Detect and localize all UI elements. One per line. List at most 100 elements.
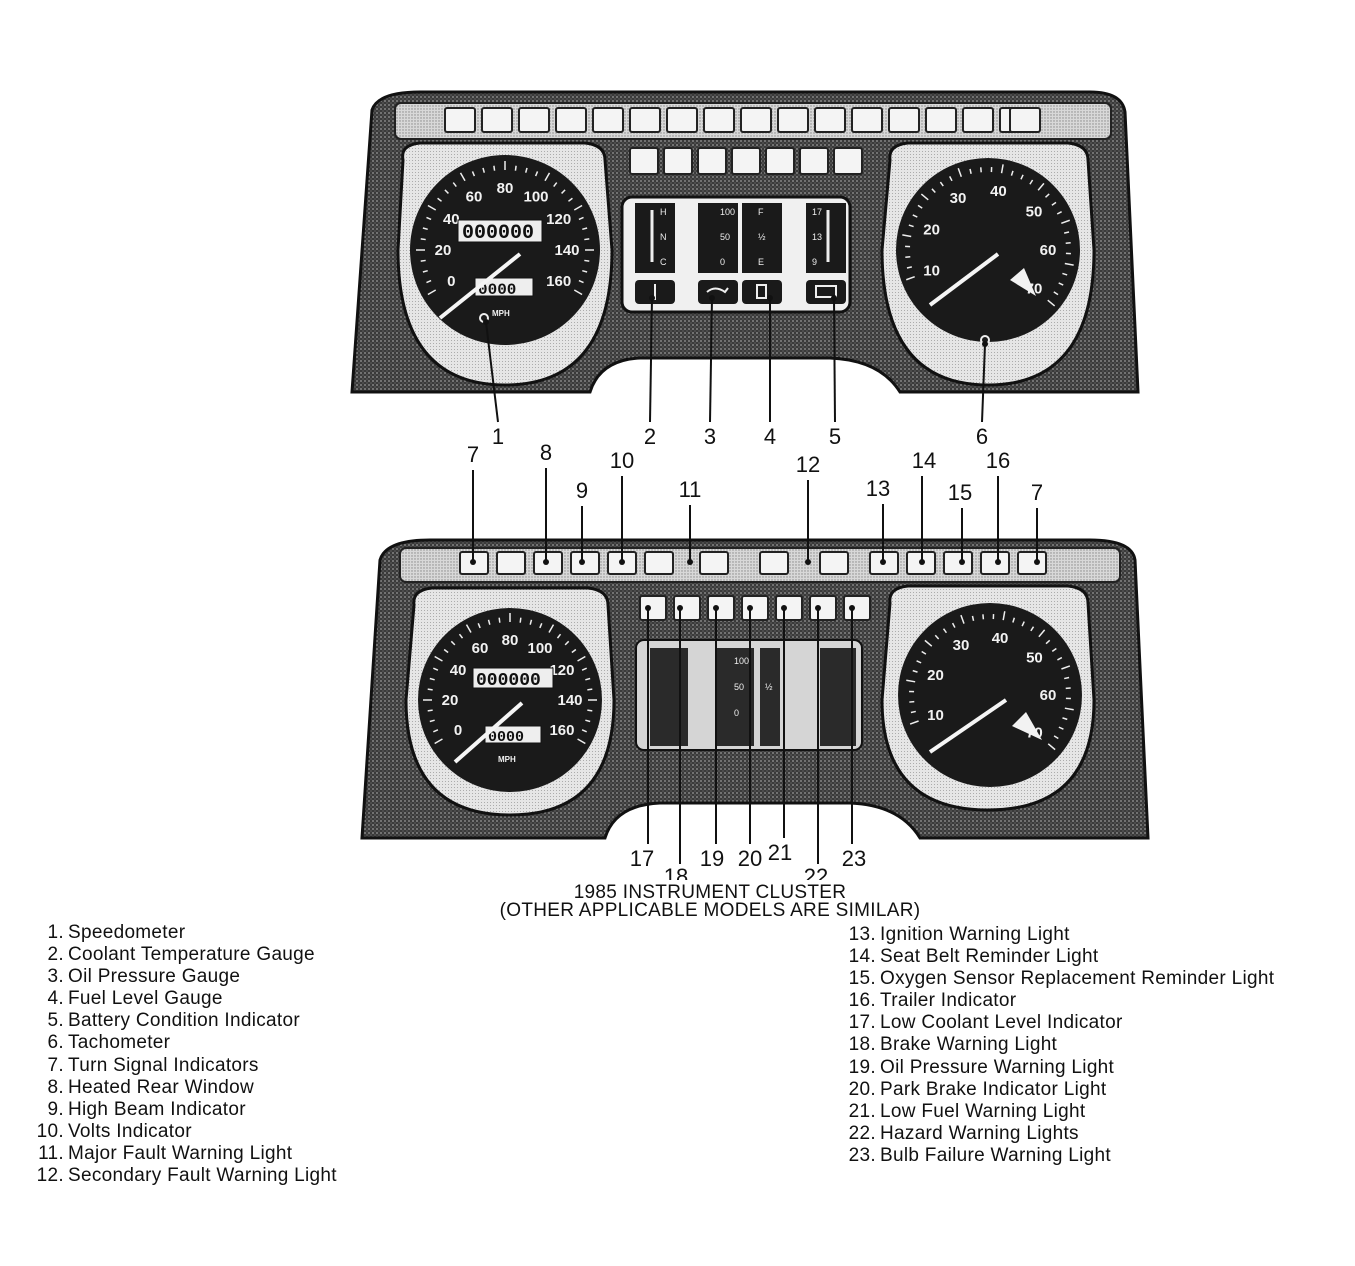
odometer-digits: 000000: [462, 222, 534, 245]
speedometer-tick: [426, 279, 432, 284]
legend-label: Major Fault Warning Light: [68, 1142, 293, 1164]
speedometer-tick: [444, 189, 449, 194]
oil-pressure-gauge: [698, 203, 738, 273]
battery-volts-gauge: [806, 203, 846, 273]
speedometer-scale-label: 40: [443, 211, 460, 228]
callout-number: 13: [866, 476, 890, 501]
odometer-window: [457, 219, 543, 243]
upper-center-lamp: [697, 147, 727, 175]
lower-odometer-window: [472, 667, 554, 689]
lower-speedometer-scale-label: 0: [454, 722, 462, 739]
speedometer-scale-label: 140: [554, 242, 579, 259]
callout-number: 4: [764, 424, 776, 449]
tachometer-scale-label: 50: [1026, 203, 1043, 220]
legend-number: 21.: [848, 1100, 876, 1122]
upper-indicator-lamp: [555, 107, 587, 133]
lower-speedometer-scale-label: 40: [450, 662, 467, 679]
legend-number: 9.: [47, 1098, 64, 1120]
speedometer-scale-label: 160: [546, 273, 571, 290]
legend-label: Ignition Warning Light: [880, 924, 1070, 945]
leader-dot: [959, 559, 965, 565]
tachometer-tick: [1010, 170, 1014, 176]
lower-indicator-lamp: [570, 551, 600, 575]
upper-indicator-lamp: [962, 107, 994, 133]
lower-speedometer-tick: [581, 729, 587, 733]
legend-number: 18.: [848, 1034, 876, 1056]
lower-tachometer-scale-label: 10: [927, 707, 944, 724]
callout-number: 5: [829, 424, 841, 449]
lower-tachometer-tick: [1047, 743, 1056, 751]
leader-line: [709, 297, 713, 423]
legend-left-item: 10.Volts Indicator: [30, 1121, 337, 1143]
leader-dot: [849, 605, 855, 611]
lower-tachometer-tick: [1051, 647, 1057, 653]
lower-speedometer-tick: [571, 648, 577, 654]
speedometer-tick: [482, 167, 486, 173]
legend-right-item: 15.Oxygen Sensor Replacement Reminder Li…: [842, 968, 1274, 990]
lower-indicator-lamp: [819, 551, 849, 575]
center-gauge-module: H N C 100 50 0 F ½ E 17 13 9: [620, 195, 852, 314]
upper-indicator-lamp: [481, 107, 513, 133]
fuel-level-gauge: [742, 203, 782, 273]
leader-dot: [677, 605, 683, 611]
callout-number: 16: [986, 448, 1010, 473]
legend-label: Volts Indicator: [68, 1120, 192, 1142]
leader-dot: [709, 295, 715, 301]
legend-number: 22.: [848, 1122, 876, 1144]
speedometer-tick: [493, 165, 496, 171]
tachometer-scale-label: 20: [923, 221, 940, 238]
leader-dot: [747, 605, 753, 611]
lower-speedometer-tick: [434, 738, 443, 745]
lower-tachometer-scale-label: 60: [1040, 687, 1057, 704]
lower-tachometer-needle: [928, 698, 1008, 754]
leader-dot: [483, 319, 489, 325]
legend-left-item: 4.Fuel Level Gauge: [30, 988, 337, 1010]
lower-speedometer-needle: [453, 701, 524, 764]
fuel-half-mark: ½: [758, 232, 766, 242]
legend-number: 14.: [848, 946, 876, 968]
lower-tachometer-tick: [1062, 717, 1068, 721]
lower-tachometer-scale-label: 30: [953, 637, 970, 654]
temp-normal-mark: N: [660, 232, 667, 242]
legend-number: 6.: [47, 1032, 64, 1054]
lower-oil-100-mark: 100: [734, 656, 749, 666]
callout-number: 11: [679, 477, 702, 502]
legend-label: Hazard Warning Lights: [880, 1122, 1079, 1144]
legend-label: Oil Pressure Warning Light: [880, 1056, 1115, 1078]
legend-number: 23.: [848, 1144, 876, 1166]
leader-dot: [687, 559, 693, 565]
legend-number: 11.: [38, 1142, 64, 1164]
speedometer-needle: [438, 252, 522, 320]
speedometer-tick: [452, 182, 457, 187]
upper-indicator-lamp: [925, 107, 957, 133]
tachometer-tick: [1061, 219, 1071, 225]
speedometer-tick: [427, 289, 437, 296]
upper-indicator-lamp: [888, 107, 920, 133]
legend-right-item: 21.Low Fuel Warning Light: [842, 1101, 1274, 1123]
lower-indicator-lamp: [496, 551, 526, 575]
callout-number: 7: [467, 442, 479, 467]
callout-number: 1: [492, 424, 504, 449]
legend-label: Bulb Failure Warning Light: [880, 1144, 1111, 1166]
tachometer-tick: [1053, 291, 1059, 296]
speedometer-tick: [573, 289, 583, 296]
upper-indicator-lamp: [518, 107, 550, 133]
leader-dot: [713, 605, 719, 611]
legend-left-item: 6.Tachometer: [30, 1032, 337, 1054]
callout-number: 7: [1031, 480, 1043, 505]
legend-left-item: 1.Speedometer: [30, 922, 337, 944]
lower-speedometer-scale-label: 120: [549, 662, 574, 679]
speedometer-tick: [514, 165, 517, 171]
legend-right-item: 22.Hazard Warning Lights: [842, 1123, 1274, 1145]
lower-tachometer-tick: [971, 615, 975, 621]
legend-right-item: 14.Seat Belt Reminder Light: [842, 946, 1274, 968]
lower-tachometer-redline-zone: [1012, 712, 1042, 740]
legend-label: Speedometer: [68, 922, 186, 943]
tachometer-tick: [905, 275, 915, 281]
leader-dot: [805, 559, 811, 565]
legend-label: High Beam Indicator: [68, 1098, 246, 1120]
lower-tachometer-tick: [960, 614, 965, 624]
lower-tachometer-tick: [906, 679, 916, 683]
